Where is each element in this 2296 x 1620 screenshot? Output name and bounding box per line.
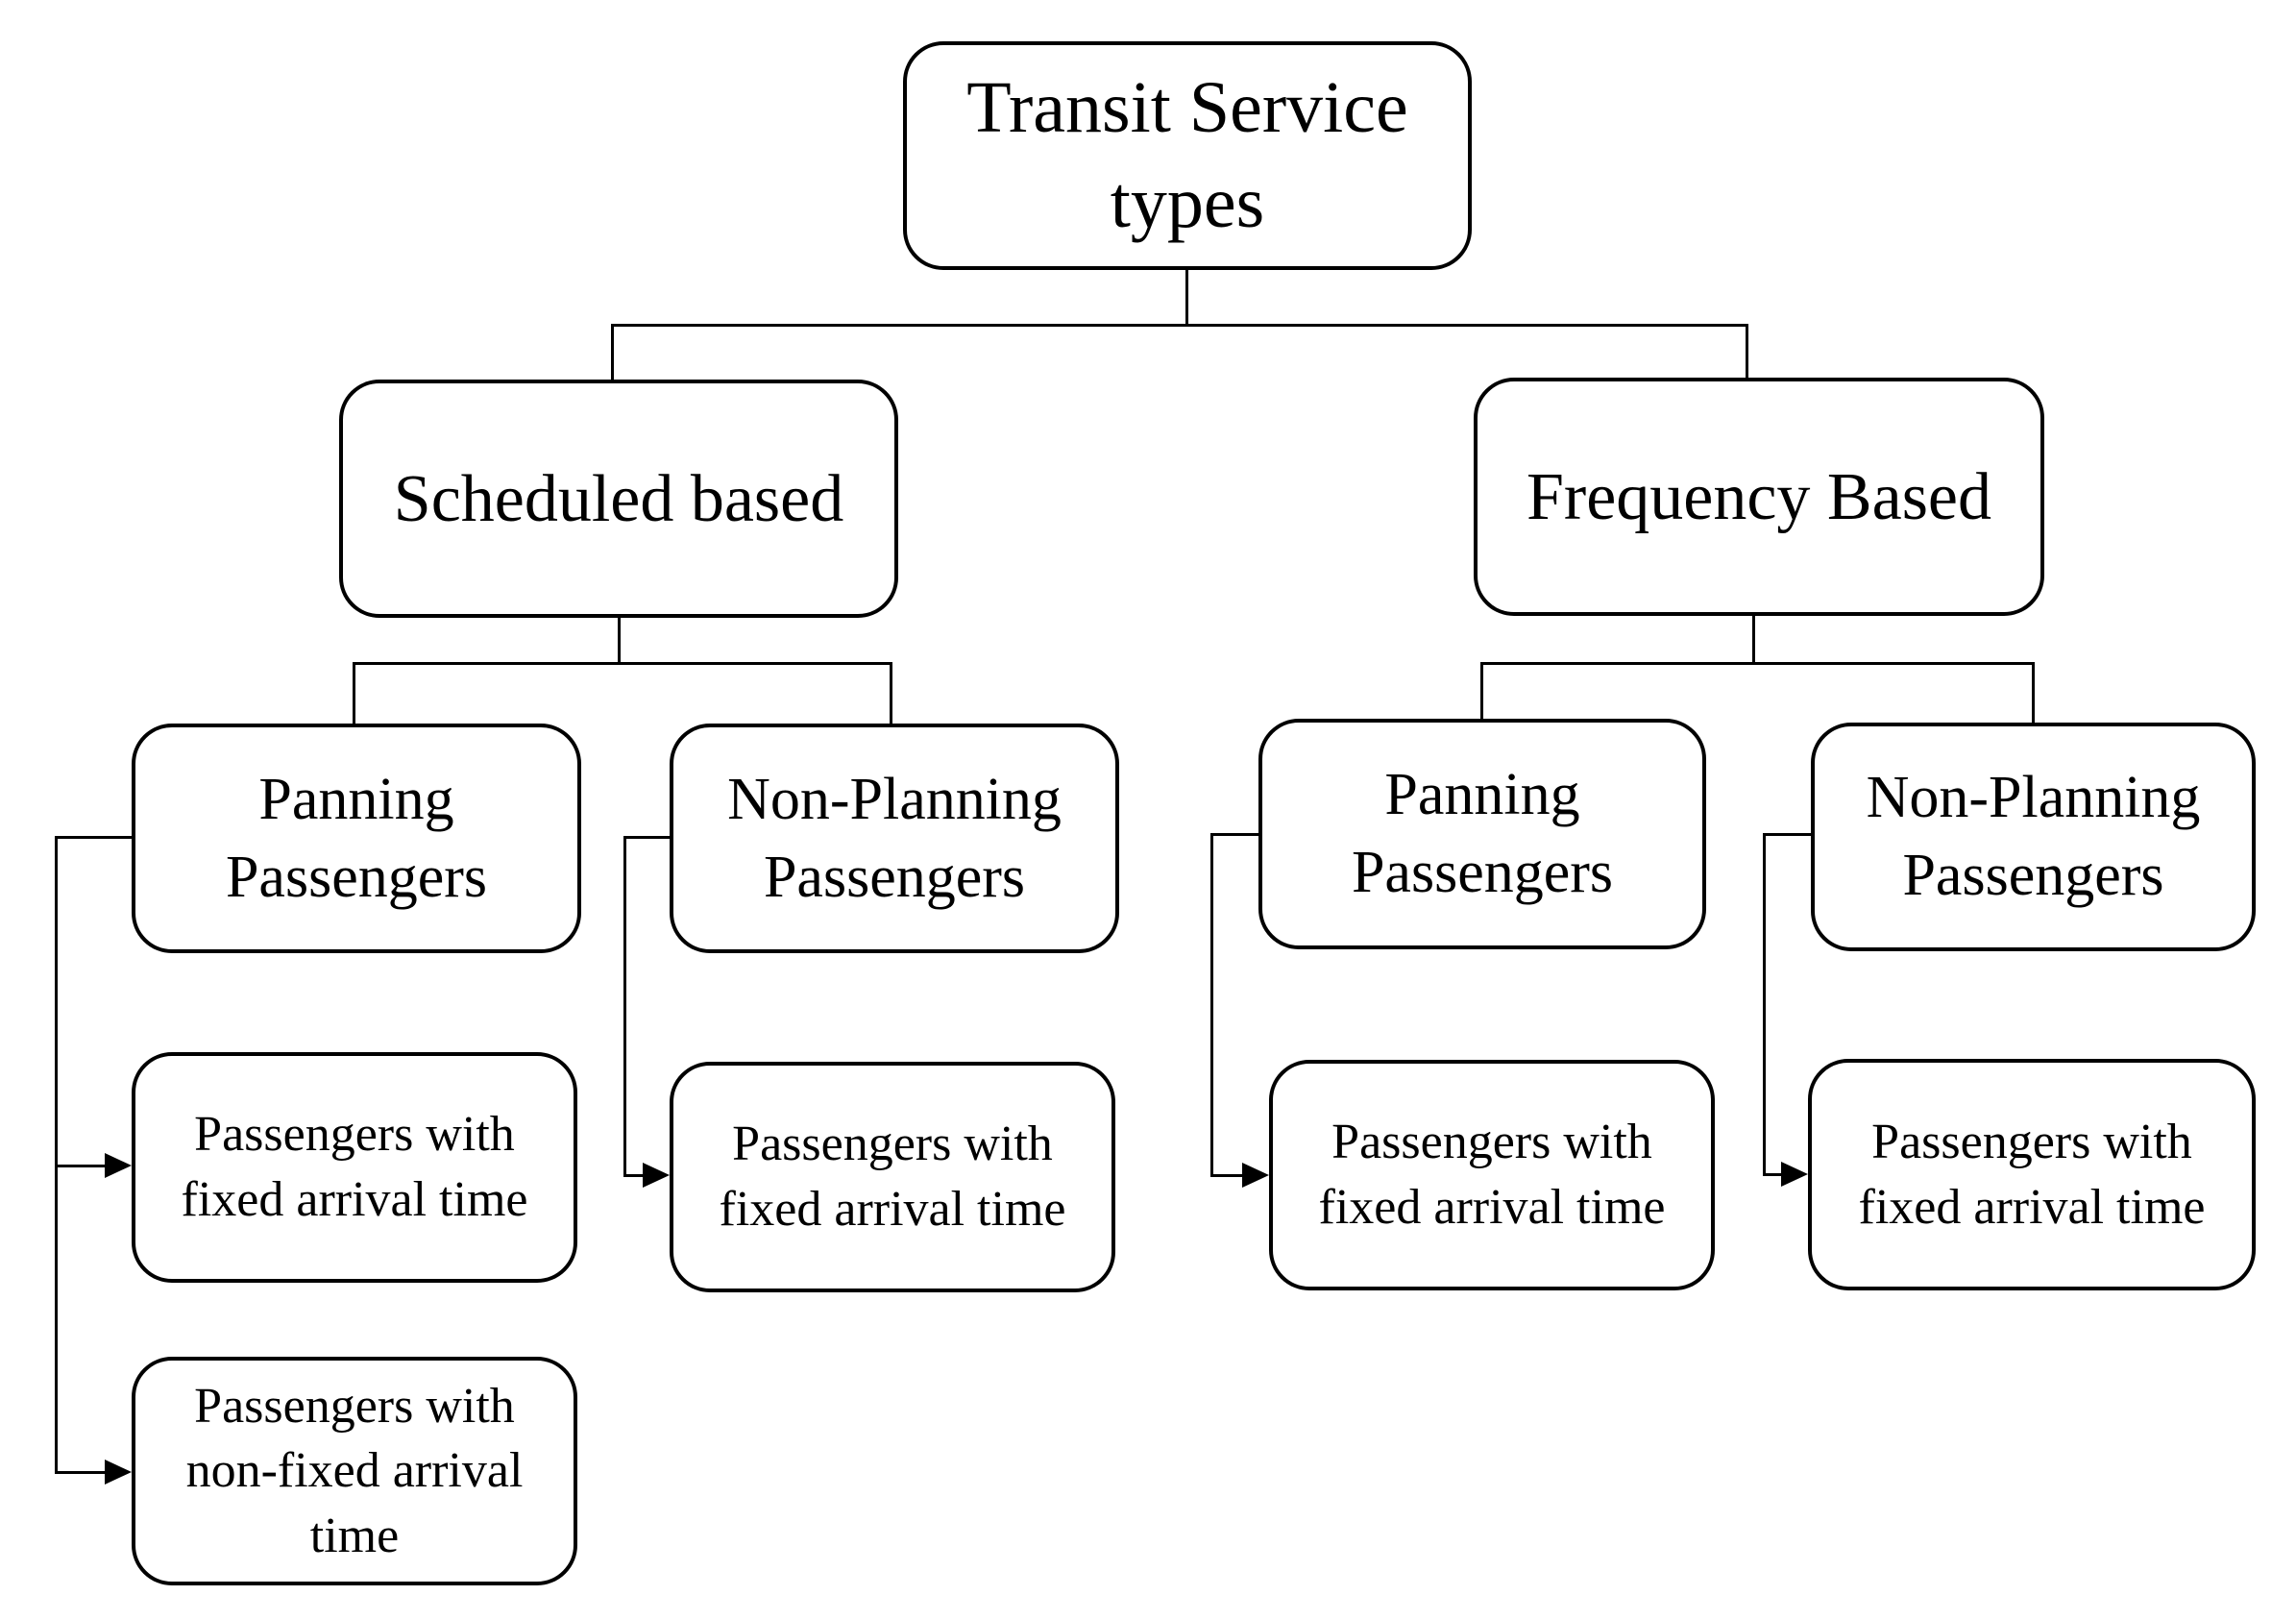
connector-frequency-horizontal [1480, 662, 2035, 665]
connector-scheduled-planning-stub [55, 836, 132, 839]
connector-scheduled-nonplanning-stub [623, 836, 670, 839]
node-frequency-based: Frequency Based [1474, 378, 2044, 616]
connector-drop-scheduled-planning [353, 662, 355, 725]
connector-scheduled-planning-rail [55, 836, 58, 1473]
connector-arrow-fixed-3 [1210, 1174, 1245, 1177]
connector-drop-scheduled [611, 324, 614, 381]
node-scheduled-planning-passengers: Panning Passengers [132, 724, 581, 953]
node-scheduled-based: Scheduled based [339, 380, 898, 618]
node-scheduled-planning-fixed-arrival: Passengers with fixed arrival time [132, 1052, 577, 1283]
connector-drop-frequency [1746, 324, 1748, 380]
connector-frequency-planning-rail [1210, 833, 1213, 1176]
connector-drop-scheduled-nonplanning [890, 662, 892, 725]
connector-scheduled-down [618, 616, 621, 665]
arrowhead-fixed-3-icon [1242, 1163, 1269, 1188]
connector-drop-frequency-nonplanning [2032, 662, 2035, 724]
node-frequency-planning-passengers: Panning Passengers [1258, 719, 1706, 949]
connector-frequency-nonplanning-rail [1763, 833, 1766, 1175]
arrowhead-nonfixed-1-icon [105, 1460, 132, 1485]
node-frequency-nonplanning-fixed-arrival: Passengers with fixed arrival time [1808, 1059, 2256, 1290]
connector-frequency-down [1752, 614, 1755, 665]
arrowhead-fixed-2-icon [643, 1163, 670, 1188]
connector-arrow-nonfixed-1 [55, 1471, 107, 1474]
connector-level1-horizontal [611, 324, 1748, 327]
connector-arrow-fixed-2 [623, 1174, 647, 1177]
arrowhead-fixed-4-icon [1781, 1162, 1808, 1187]
node-frequency-planning-fixed-arrival: Passengers with fixed arrival time [1269, 1060, 1715, 1290]
arrowhead-fixed-1-icon [105, 1153, 132, 1178]
node-transit-service-types: Transit Service types [903, 41, 1472, 270]
node-scheduled-nonplanning-fixed-arrival: Passengers with fixed arrival time [670, 1062, 1115, 1292]
connector-frequency-planning-stub [1210, 833, 1260, 836]
connector-frequency-nonplanning-stub [1763, 833, 1813, 836]
connector-arrow-fixed-4 [1763, 1173, 1784, 1176]
connector-arrow-fixed-1 [55, 1165, 107, 1167]
connector-drop-frequency-planning [1480, 662, 1483, 721]
node-scheduled-nonplanning-passengers: Non-Planning Passengers [670, 724, 1119, 953]
connector-scheduled-horizontal [353, 662, 892, 665]
connector-scheduled-nonplanning-rail [623, 836, 626, 1176]
connector-root-down [1185, 268, 1188, 327]
node-frequency-nonplanning-passengers: Non-Planning Passengers [1811, 723, 2256, 951]
node-scheduled-planning-nonfixed-arrival: Passengers with non-fixed arrival time [132, 1357, 577, 1585]
